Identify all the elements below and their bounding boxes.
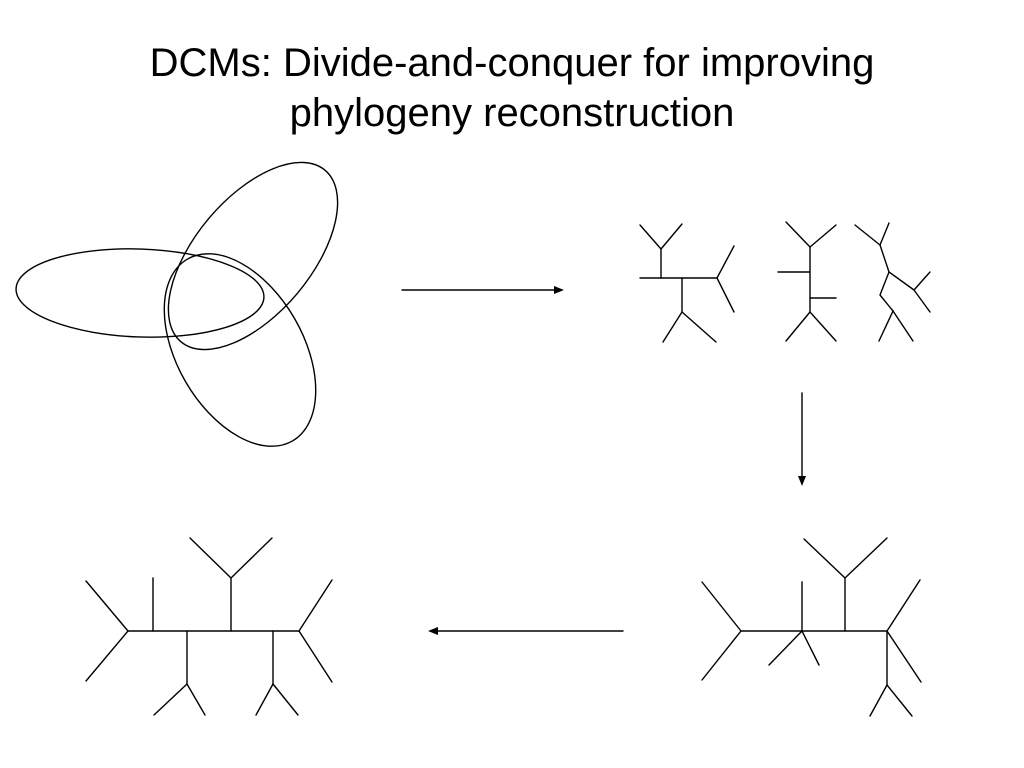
subtree-1 — [639, 223, 735, 343]
subset-ellipse-upper — [167, 161, 339, 351]
arrow-left — [428, 627, 624, 635]
subset-ellipse-lower — [163, 253, 317, 447]
arrow-down — [798, 392, 806, 486]
title-line-1: DCMs: Divide-and-conquer for improving — [149, 41, 875, 85]
subtree-2 — [777, 221, 837, 342]
merged-tree — [701, 537, 922, 717]
title-line-2: phylogeny reconstruction — [289, 91, 735, 135]
subtree-3 — [854, 222, 931, 342]
overlapping-subsets — [15, 161, 339, 447]
slide-title: DCMs: Divide-and-conquer for improving p… — [0, 38, 1024, 138]
arrow-right — [401, 286, 564, 294]
subset-ellipse-horizontal — [15, 248, 265, 338]
refined-tree — [85, 537, 333, 716]
